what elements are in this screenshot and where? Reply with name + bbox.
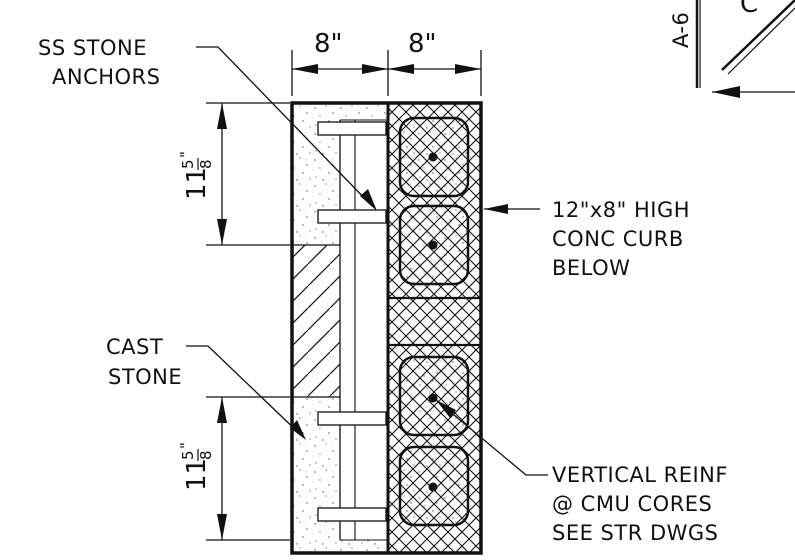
- height-lower-whole: 11: [182, 458, 212, 491]
- height-lower-num: 5: [179, 450, 197, 460]
- label-curb-size: 12"x8" HIGH: [552, 198, 690, 222]
- width-right-dimension: 8": [408, 29, 437, 59]
- height-lower-unit: ": [177, 442, 195, 449]
- cmu-cores: [398, 116, 470, 527]
- label-see-str-dwgs: SEE STR DWGS: [552, 521, 719, 545]
- callout-conc-curb: 12"x8" HIGH CONC CURB BELOW: [484, 198, 690, 280]
- label-ss-stone: SS STONE: [38, 36, 147, 60]
- section-marker-arrow: [712, 86, 740, 98]
- section-marker: A-6 C: [669, 0, 795, 98]
- air-cavity: [340, 120, 388, 540]
- callout-ss-stone-anchors: SS STONE ANCHORS: [38, 36, 377, 211]
- rebar-dot: [428, 482, 438, 492]
- height-upper-unit: ": [177, 151, 195, 158]
- label-anchors: ANCHORS: [52, 65, 160, 89]
- height-dimension-upper: 11 5 8 ": [177, 102, 290, 246]
- ss-stone-anchors: [317, 121, 387, 522]
- rebar-dot: [428, 152, 438, 162]
- section-marker-letter: C: [740, 0, 758, 19]
- width-left-dimension: 8": [314, 29, 343, 59]
- height-lower-den: 8: [197, 450, 215, 460]
- width-dimensions: 8" 8": [291, 29, 482, 96]
- height-upper-num: 5: [179, 159, 197, 169]
- label-vertical-reinf: VERTICAL REINF: [552, 463, 728, 487]
- wall-section: [290, 101, 483, 555]
- rebar-dot: [428, 393, 438, 403]
- label-stone: STONE: [108, 365, 182, 389]
- height-dimension-lower: 11 5 8 ": [177, 396, 290, 541]
- height-upper-den: 8: [197, 159, 215, 169]
- label-cmu-cores: @ CMU CORES: [552, 492, 712, 516]
- callout-cast-stone: CAST STONE: [106, 335, 306, 440]
- callout-vertical-reinf: VERTICAL REINF @ CMU CORES SEE STR DWGS: [435, 399, 728, 545]
- section-marker-sheet: A-6: [669, 12, 693, 48]
- label-cast: CAST: [106, 335, 163, 359]
- height-upper-whole: 11: [182, 167, 212, 200]
- label-below: BELOW: [552, 256, 630, 280]
- label-conc-curb: CONC CURB: [552, 227, 684, 251]
- rebar-dot: [428, 240, 438, 250]
